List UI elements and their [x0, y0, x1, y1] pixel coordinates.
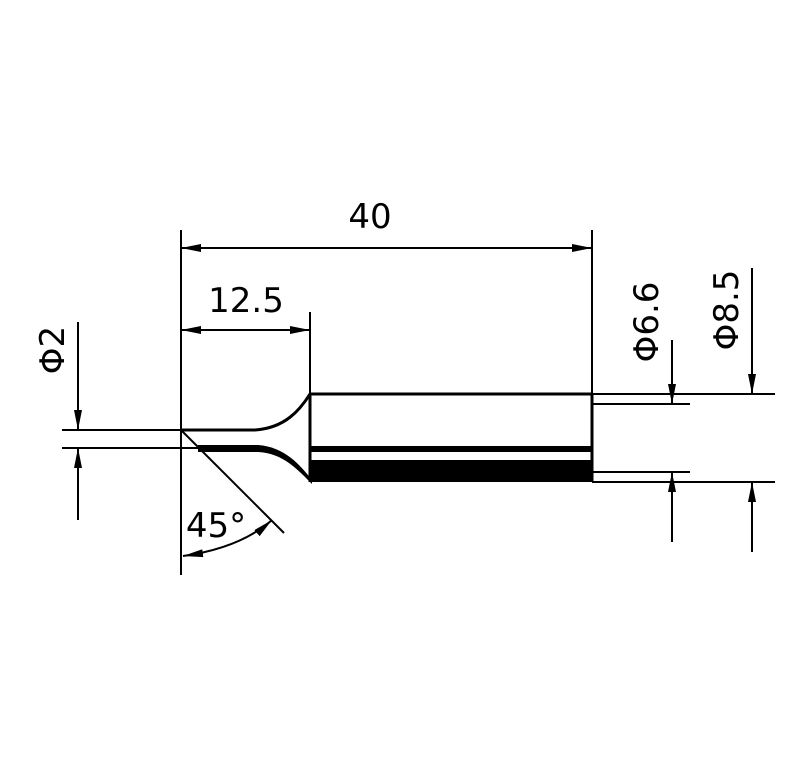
- shank-bottom-band: [310, 460, 592, 482]
- tip-bottom-profile: [198, 445, 312, 484]
- inner-diameter-label: Φ6.6: [627, 282, 667, 363]
- length-12-5-label: 12.5: [208, 281, 284, 321]
- outer-diameter-label: Φ8.5: [707, 270, 747, 351]
- angle-45-label: 45°: [186, 506, 246, 546]
- angle-45-arc: [182, 519, 273, 558]
- tip-top-profile: [181, 392, 592, 432]
- length-40-label: 40: [348, 197, 391, 237]
- tip-diameter-label: Φ2: [33, 326, 73, 374]
